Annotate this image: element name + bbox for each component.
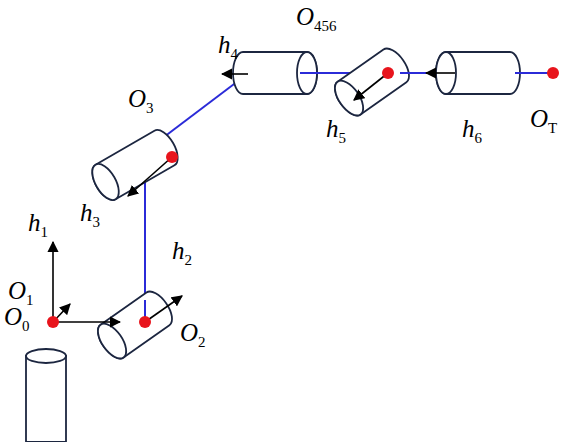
axis-label: h4 [218,32,238,57]
axis-label: h5 [326,116,346,141]
axis-label: O3 [128,86,154,111]
link-lines [145,73,553,300]
axis-label: h1 [28,210,48,235]
axis-label: h6 [462,116,482,141]
axis-arrows [53,73,455,322]
axis-label: O0 [4,304,30,329]
joint-5-cylinder [329,44,414,120]
joint-2-cylinder [92,287,177,363]
joint-3-cylinder [87,126,183,205]
frame-origins [47,67,559,328]
axis-label: h3 [80,200,100,225]
axis-label: OT [530,106,557,131]
axis-label: O1 [8,278,34,303]
axis-label: O456 [296,4,337,29]
axis-label: O2 [180,320,206,345]
base-cylinder [26,349,66,442]
link-lines-front [145,73,553,322]
axis-label: h2 [172,238,192,263]
